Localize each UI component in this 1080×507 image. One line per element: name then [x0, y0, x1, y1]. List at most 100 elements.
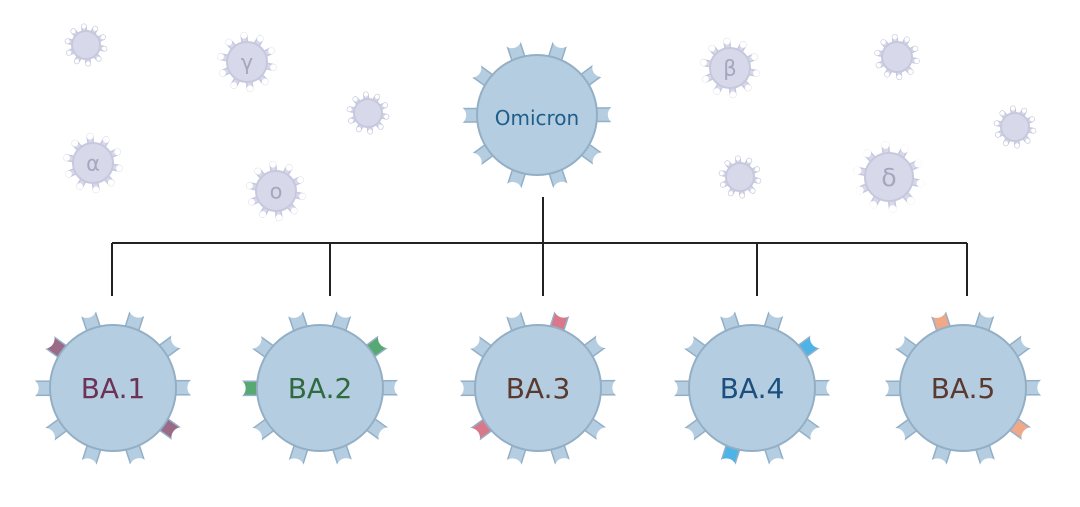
spike-notch [716, 458, 736, 478]
spike-notch [129, 298, 149, 318]
spike-notch [715, 298, 735, 318]
subvariant-label: BA.2 [288, 372, 353, 405]
spike-notch [65, 171, 71, 177]
spike-notch [884, 329, 904, 349]
spike-notch [756, 178, 760, 182]
spike-notch [750, 189, 754, 193]
spike-notch [701, 59, 707, 65]
spike-notch [881, 40, 886, 45]
spike-notch [892, 35, 897, 40]
spike-notch [394, 378, 414, 398]
subvariant-label: BA.3 [506, 372, 571, 405]
spike-notch [368, 129, 372, 133]
spike-notch [114, 149, 120, 155]
spike-notch [889, 205, 897, 213]
spike-notch [75, 59, 79, 63]
spike-notch [86, 61, 90, 65]
spike-notch [383, 103, 387, 107]
spike-notch [673, 329, 693, 349]
spike-notch [740, 41, 746, 47]
spike-notch [554, 298, 574, 318]
spike-notch [502, 29, 521, 48]
virus-body [1001, 113, 1029, 141]
spike-notch [219, 70, 225, 76]
spike-notch [353, 97, 357, 101]
spike-notch [1000, 111, 1004, 115]
spike-notch [447, 106, 466, 125]
spike-notch [270, 64, 276, 70]
background-virus-label: o [270, 180, 283, 204]
spike-notch [897, 75, 902, 80]
spike-notch [347, 107, 351, 111]
spike-notch [907, 197, 915, 205]
spike-notch [460, 428, 480, 448]
spike-notch [1015, 143, 1019, 147]
spike-notch [357, 127, 361, 131]
spike-notch [608, 105, 627, 124]
spike-notch [869, 378, 889, 398]
omicron-virus-node: Omicron [447, 29, 627, 201]
spike-notch [856, 187, 864, 195]
spike-notch [753, 70, 759, 76]
subvariant-node-ba-3: BA.3 [444, 298, 633, 479]
spike-notch [730, 91, 736, 97]
spike-notch [725, 161, 729, 165]
spike-notch [103, 136, 109, 142]
subvariant-node-ba-5: BA.5 [869, 298, 1058, 479]
spike-notch [93, 186, 99, 192]
spike-notch [378, 328, 398, 348]
spike-notch [218, 53, 224, 59]
omicron-label: Omicron [495, 106, 579, 130]
spike-notch [593, 152, 612, 171]
spike-notch [257, 35, 263, 41]
spike-notch [187, 378, 207, 398]
spike-notch [826, 378, 846, 398]
spike-notch [596, 427, 616, 447]
spike-notch [501, 298, 521, 318]
spike-notch [284, 458, 304, 478]
spike-notch [268, 48, 274, 54]
spike-notch [810, 328, 830, 348]
spike-notch [364, 92, 368, 96]
spike-notch [459, 329, 479, 349]
spike-notch [226, 39, 232, 45]
spike-notch [914, 59, 919, 64]
spike-notch [854, 167, 862, 175]
background-virus [65, 24, 106, 66]
spike-notch [242, 428, 262, 448]
spike-notch [502, 458, 522, 478]
spike-notch [927, 458, 947, 478]
spike-notch [768, 298, 788, 318]
spike-notch [255, 168, 261, 174]
virus-body [354, 99, 382, 127]
spike-notch [19, 378, 39, 398]
spike-notch [592, 58, 611, 77]
tree-connectors [112, 197, 967, 296]
spike-notch [736, 156, 740, 160]
spike-notch [96, 57, 100, 61]
spike-notch [904, 37, 909, 42]
spike-notch [914, 160, 922, 168]
spike-notch [336, 458, 356, 478]
background-virus [719, 156, 760, 198]
spike-notch [102, 46, 106, 50]
spike-notch [129, 458, 149, 478]
spike-notch [875, 51, 880, 56]
spike-notch [751, 54, 757, 60]
spike-notch [270, 161, 276, 167]
background-virus [875, 35, 919, 80]
spike-notch [876, 63, 881, 68]
spike-notch [913, 46, 918, 51]
spike-notch [101, 35, 105, 39]
spike-notch [721, 183, 725, 187]
spike-notch [76, 298, 96, 318]
spike-notch [226, 378, 246, 398]
spike-notch [979, 458, 999, 478]
spike-notch [262, 79, 268, 85]
spike-notch [378, 427, 398, 447]
virus-body [726, 163, 754, 191]
subvariant-node-ba-4: BA.4 [658, 298, 847, 479]
spike-notch [378, 125, 382, 129]
spike-notch [71, 29, 75, 33]
spike-notch [64, 154, 70, 160]
